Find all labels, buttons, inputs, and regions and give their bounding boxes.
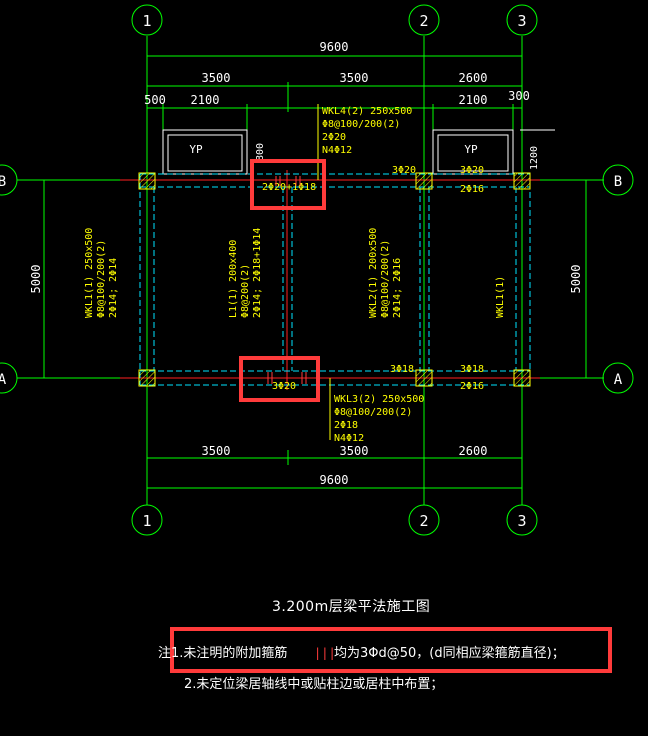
wkl2-line-1: WKL2(1) 200x500 [368, 228, 379, 318]
red-grid-lines [120, 170, 540, 390]
highlight-box-top [250, 159, 326, 210]
dim-top-sub-4: 300 [508, 89, 530, 103]
note-1-prefix: 注1.未注明的附加箍筋 [158, 646, 288, 661]
note-1-red-mark: ||| [314, 646, 336, 660]
wkl1-left-line-1: WKL1(1) 250x500 [84, 228, 95, 318]
dim-top-span-1: 3500 [202, 71, 231, 85]
side-dimension-text: 5000 5000 [29, 265, 583, 294]
horizontal-axis-lines [17, 179, 604, 379]
dim-top-sub-1: 500 [144, 93, 166, 107]
row-bubble-a-right: A [614, 372, 623, 388]
dim-bottom-span-2: 3500 [340, 444, 369, 458]
col-bubble-3-top: 3 [517, 12, 526, 30]
bar-a-right-top: 3Φ18 [460, 364, 484, 375]
yp-label-right: YP [464, 143, 478, 156]
dim-bottom-span-3: 2600 [459, 444, 488, 458]
highlight-boxes [170, 159, 612, 673]
col-bubbles-bottom: 1 2 3 [131, 504, 538, 536]
bar-top-left: 2Φ20+1Φ18 [262, 182, 316, 193]
col-bubble-2-bottom: 2 [419, 512, 428, 530]
row-bubble-b-left: B [0, 174, 6, 190]
wkl4-line-3: 2Φ20 [322, 132, 346, 143]
top-dimension-text: 9600 3500 3500 2600 500 2100 2100 300 [144, 40, 530, 107]
col-bubble-1-bottom: 1 [142, 512, 151, 530]
row-bubble-b-right: B [614, 174, 622, 190]
col-bubble-3-bottom: 3 [517, 512, 526, 530]
vertical-axis-lines [146, 36, 523, 505]
top-dimension-lines [147, 55, 522, 130]
wkl1-right-label: WKL1(1) [495, 276, 506, 318]
yp-boxes: YP YP 800 1200 [162, 129, 555, 175]
beam-labels: WKL4(2) 250x500 Φ8@100/200(2) 2Φ20 N4Φ12… [84, 106, 506, 444]
row-bubbles: B A B A [0, 164, 634, 394]
dim-bottom-total: 9600 [320, 473, 349, 487]
bottom-dimension-text: 3500 3500 2600 9600 [202, 444, 488, 487]
bar-top-right-top: 3Φ20 [460, 165, 484, 176]
dim-top-span-2: 3500 [340, 71, 369, 85]
highlight-box-note [170, 627, 612, 673]
wkl4-line-1: WKL4(2) 250x500 [322, 106, 412, 117]
col-bubbles-top: 1 2 3 [131, 4, 538, 36]
dim-left-span: 5000 [29, 265, 43, 294]
l1-line-3: 2Φ14; 2Φ18+1Φ14 [252, 228, 263, 318]
side-dimension-lines [43, 180, 587, 378]
note-2: 2.未定位梁居轴线中或贴柱边或居柱中布置； [184, 677, 444, 692]
dim-top-sub-2: 2100 [191, 93, 220, 107]
yp-height-right: 1200 [529, 146, 540, 170]
col-bubble-1-top: 1 [142, 12, 151, 30]
dim-bottom-span-1: 3500 [202, 444, 231, 458]
wkl3-line-4: N4Φ12 [334, 433, 364, 444]
beam-outlines [139, 173, 531, 386]
bar-top-mid: 3Φ20 [392, 165, 416, 176]
bar-a-right-bot: 2Φ16 [460, 381, 484, 392]
columns [138, 172, 531, 387]
wkl4-line-2: Φ8@100/200(2) [322, 119, 400, 130]
l1-line-2: Φ8@200(2) [240, 264, 251, 318]
dim-right-span: 5000 [569, 265, 583, 294]
dim-top-total: 9600 [320, 40, 349, 54]
col-bubble-2-top: 2 [419, 12, 428, 30]
wkl2-line-3: 2Φ14; 2Φ16 [392, 258, 403, 318]
dim-top-span-3: 2600 [459, 71, 488, 85]
wkl4-line-4: N4Φ12 [322, 145, 352, 156]
yp-height-left: 800 [255, 143, 266, 161]
bar-top-right-bot: 2Φ16 [460, 184, 484, 195]
bottom-dimension-lines [147, 450, 522, 489]
wkl1-left-line-3: 2Φ14; 2Φ14 [108, 258, 119, 318]
note-1-suffix: 均为3Φd@50，(d同相应梁箍筋直径)； [334, 646, 565, 661]
wkl3-line-2: Φ8@100/200(2) [334, 407, 412, 418]
dim-top-sub-3: 2100 [459, 93, 488, 107]
wkl2-line-2: Φ8@100/200(2) [380, 240, 391, 318]
wkl1-left-line-2: Φ8@100/200(2) [96, 240, 107, 318]
beam-leaders [317, 104, 331, 440]
bar-a-mid: 3Φ18 [390, 364, 414, 375]
highlight-box-bottom [239, 356, 320, 402]
drawing-title: 3.200m层梁平法施工图 [272, 599, 431, 615]
wkl3-line-3: 2Φ18 [334, 420, 358, 431]
bar-a-bottom: 3Φ20 [272, 381, 296, 392]
stirrup-marks [267, 176, 307, 384]
l1-line-1: L1(1) 200x400 [228, 240, 239, 318]
yp-label-left: YP [189, 143, 203, 156]
wkl3-line-1: WKL3(2) 250x500 [334, 394, 424, 405]
row-bubble-a-left: A [0, 372, 7, 388]
